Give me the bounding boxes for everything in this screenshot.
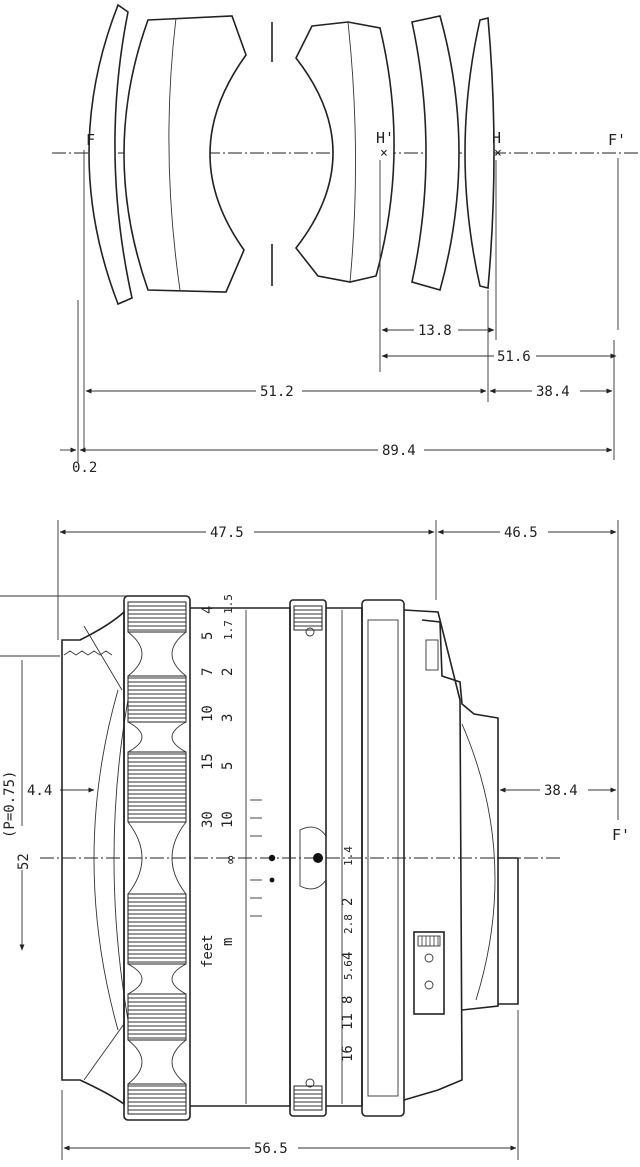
aperture-label: 1.4 [342, 846, 355, 866]
lens-element-3-seam [347, 21, 356, 283]
aperture-label: 4 [340, 952, 356, 960]
focus-ring-knurl-bottom [127, 1083, 187, 1115]
aperture-screw-bottom [305, 1078, 315, 1088]
lens-mount [403, 609, 463, 1101]
distance-feet-label: 4 [200, 606, 216, 614]
dim-offset-bg [24, 781, 60, 799]
aperture-label: 2 [340, 898, 356, 906]
dim-bfd-bg [532, 381, 580, 399]
infinity-mark: ∞ [223, 855, 239, 864]
dim-bfd-label: 38.4 [536, 384, 570, 400]
lens-element-2 [123, 15, 247, 293]
feet-label: feet [200, 934, 216, 968]
mount-slot [425, 639, 439, 671]
distance-feet-label: 10 [200, 705, 216, 722]
distance-m-label: 1.7 [222, 620, 235, 640]
dim-total-len-label: 56.5 [254, 1141, 288, 1157]
focus-ring-scallops [127, 631, 187, 1085]
distance-m-label: 10 [220, 811, 236, 828]
dim-front-bg [256, 381, 302, 399]
dim-lens-bfd-bg [540, 780, 588, 798]
lens-side-view: 47.5 46.5 52 (P=0.75) 4.4 [0, 520, 630, 1160]
coupling-screw-bottom [424, 980, 434, 990]
lens-element-2-seam [168, 17, 181, 291]
rear-protrusion [498, 857, 519, 1005]
focus-index-dot [268, 854, 276, 862]
focus-ring-knurl-mid-lower [127, 893, 187, 965]
aperture-label: 5.6 [342, 960, 355, 980]
lens-f-prime-label: F' [612, 826, 630, 844]
h-prime-mark: × [380, 146, 388, 161]
h-prime-label: H' [376, 129, 394, 147]
aperture-label: 8 [340, 996, 356, 1004]
dim-total-label: 89.4 [382, 443, 416, 459]
distance-m-label: 1.5 [222, 594, 235, 614]
front-glass-inner [113, 699, 129, 1021]
dim-hh-bg [414, 320, 458, 338]
dim-dia-bg [10, 826, 34, 870]
distance-feet-label: 30 [200, 811, 216, 828]
infrared-index-dot [269, 877, 275, 883]
dim-dia-label: 52 [16, 853, 32, 870]
aperture-label: 16 [340, 1045, 356, 1062]
lens-element-4 [411, 15, 460, 291]
f-rear-label: F' [608, 131, 626, 149]
aperture-label: 11 [340, 1013, 356, 1030]
focus-ring-knurl-mid-upper [127, 751, 187, 823]
hood-thread [63, 650, 113, 656]
dim-front-len-bg [206, 522, 254, 540]
dim-back-bg [494, 346, 536, 364]
aperture-screw-top [305, 627, 315, 637]
coupling-plate-knurl [417, 935, 441, 947]
dim-filter-label: (P=0.75) [2, 771, 18, 838]
h-label: H [492, 129, 501, 147]
aperture-ring-knurl-bottom [293, 1085, 323, 1111]
distance-feet-label: 7 [200, 668, 216, 676]
f-front-label: F [86, 131, 95, 149]
distance-m-label: 3 [220, 714, 236, 722]
dim-back-label: 51.6 [497, 349, 531, 365]
aperture-scale: 1.4 2 2.8 45.6 8 11 16 [340, 846, 356, 1062]
lens-element-5 [464, 16, 495, 290]
coupling-plate [413, 931, 445, 1015]
dim-lens-bfd-label: 38.4 [544, 783, 578, 799]
focus-ring-knurl-upper [127, 675, 187, 723]
distance-scale: 30 15 10 7 5 4 10 5 3 2 1.7 1.5 [200, 594, 236, 828]
lens-element-1 [88, 3, 133, 306]
m-label: m [220, 938, 236, 946]
dim-hh-label: 13.8 [418, 323, 452, 339]
hood-diagonal [83, 625, 125, 1081]
aperture-index-arc [299, 826, 327, 890]
dim-lens-offset-label: 4.4 [27, 783, 52, 799]
rear-ring [361, 599, 405, 1117]
dim-rear-len-label: 46.5 [504, 525, 538, 541]
aperture-ring-knurl-top [293, 605, 323, 631]
dim-rear-len-bg [500, 522, 548, 540]
aperture-index-dot [313, 853, 323, 863]
front-glass-curve [93, 689, 119, 1031]
mount-lug [421, 619, 499, 1011]
focus-ring-knurl-lower [127, 993, 187, 1041]
dim-front-label: 51.2 [260, 384, 294, 400]
dim-offset-label: 0.2 [72, 460, 97, 476]
h-mark: × [494, 146, 502, 161]
distance-feet-label: 15 [200, 753, 216, 770]
focus-ring-knurl-top [127, 601, 187, 633]
optical-section: × × F H' H F' 13.8 51.6 51.2 38.4 [52, 3, 640, 476]
dim-total-len-bg [250, 1138, 298, 1156]
coupling-screw-top [424, 953, 434, 963]
dim-front-len-label: 47.5 [210, 525, 244, 541]
lens-element-3 [294, 21, 395, 283]
distance-m-label: 2 [220, 668, 236, 676]
focus-ring[interactable] [123, 595, 191, 1121]
rear-element-hatch [461, 723, 496, 1001]
aperture-label: 2.8 [342, 914, 355, 934]
dim-total-bg [378, 440, 424, 458]
rear-ring-band [367, 619, 399, 1097]
depth-of-field-ticks [250, 799, 262, 917]
distance-m-label: 5 [220, 762, 236, 770]
distance-feet-label: 5 [200, 632, 216, 640]
